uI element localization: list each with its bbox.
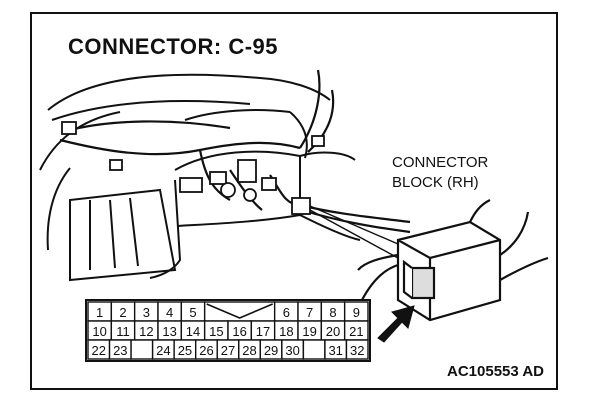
wiring-harness bbox=[59, 69, 411, 234]
pin-number: 28 bbox=[242, 343, 256, 358]
location-leader-line bbox=[309, 205, 399, 259]
pin-number: 10 bbox=[92, 324, 106, 339]
pin-number: 30 bbox=[285, 343, 299, 358]
pin-number: 21 bbox=[349, 324, 363, 339]
pin-number: 22 bbox=[92, 343, 106, 358]
pin-number: 20 bbox=[326, 324, 340, 339]
pin-grid-border bbox=[85, 299, 371, 362]
pin-number: 14 bbox=[186, 324, 200, 339]
pin-number: 1 bbox=[96, 305, 103, 320]
pin-number: 5 bbox=[189, 305, 196, 320]
pin-number: 3 bbox=[143, 305, 150, 320]
pin-number: 4 bbox=[166, 305, 173, 320]
pin-number: 29 bbox=[264, 343, 278, 358]
pin-number: 17 bbox=[256, 324, 270, 339]
pin-number: 23 bbox=[113, 343, 127, 358]
callout-line-1: CONNECTOR bbox=[392, 154, 489, 171]
pin-number: 15 bbox=[209, 324, 223, 339]
pin-cell-empty bbox=[130, 339, 154, 360]
pin-number: 13 bbox=[162, 324, 176, 339]
pin-number: 2 bbox=[119, 305, 126, 320]
pin-number: 25 bbox=[178, 343, 192, 358]
pin-number: 16 bbox=[232, 324, 246, 339]
callout-line-2: BLOCK (RH) bbox=[392, 174, 479, 191]
pin-number: 6 bbox=[283, 305, 290, 320]
dashboard-drawing bbox=[39, 73, 361, 282]
pin-number: 9 bbox=[353, 305, 360, 320]
pin-cell-empty bbox=[302, 339, 326, 360]
pin-number: 7 bbox=[306, 305, 313, 320]
pin-number: 19 bbox=[302, 324, 316, 339]
connector-keyway-mark bbox=[206, 303, 273, 319]
pin-number: 11 bbox=[116, 324, 130, 339]
pin-number: 18 bbox=[279, 324, 293, 339]
pin-number: 24 bbox=[156, 343, 170, 358]
pin-number: 31 bbox=[328, 343, 342, 358]
pin-number: 8 bbox=[329, 305, 336, 320]
connector-arrow bbox=[377, 305, 415, 343]
harness-connectors bbox=[61, 121, 325, 215]
connector-block-callout: CONNECTOR BLOCK (RH) bbox=[392, 153, 488, 193]
connector-block-rh bbox=[396, 220, 502, 322]
pin-number: 26 bbox=[199, 343, 213, 358]
pin-number: 27 bbox=[221, 343, 235, 358]
pin-number: 32 bbox=[350, 343, 364, 358]
figure-code: AC105553 AD bbox=[447, 363, 544, 380]
pin-cell bbox=[345, 339, 369, 360]
diagram-title: CONNECTOR: C-95 bbox=[68, 34, 279, 59]
pin-number: 12 bbox=[139, 324, 153, 339]
